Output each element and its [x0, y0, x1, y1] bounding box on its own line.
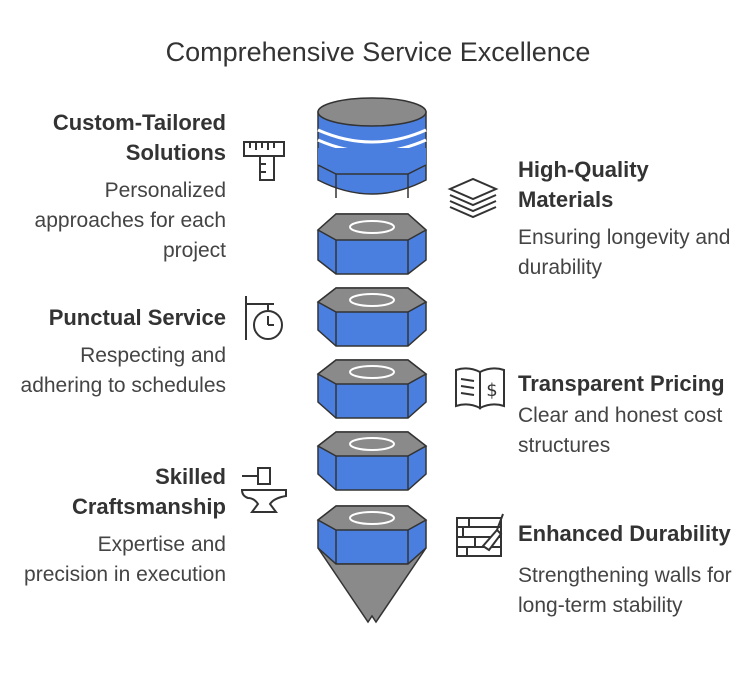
layers-icon	[447, 177, 499, 219]
item-heading: Punctual Service	[48, 305, 226, 330]
nut-1	[316, 213, 428, 275]
nut-2	[316, 287, 428, 347]
price-book-icon: $	[455, 367, 505, 410]
item-heading: High-Quality Materials	[518, 157, 649, 212]
item-heading: Skilled Craftsmanship	[71, 464, 226, 519]
item-heading: Enhanced Durability	[518, 521, 731, 546]
item-heading: Transparent Pricing	[518, 371, 725, 396]
item-skilled-craftsmanship: Skilled Craftsmanship Expertise and prec…	[16, 462, 226, 590]
nut-5	[316, 505, 428, 565]
nut-3	[316, 359, 428, 419]
item-description: Expertise and precision in execution	[24, 533, 226, 586]
clock-sign-icon	[245, 296, 283, 340]
stacked-nuts-tower	[316, 97, 428, 624]
item-description: Ensuring longevity and durability	[518, 226, 731, 279]
brick-wall-trowel-icon	[456, 513, 504, 557]
screw-tip	[317, 547, 427, 624]
svg-text:$: $	[486, 380, 497, 401]
item-description: Personalized approaches for each project	[34, 179, 226, 262]
anvil-hammer-icon	[240, 467, 287, 513]
item-custom-tailored-solutions: Custom-Tailored Solutions Personalized a…	[16, 108, 226, 266]
ruler-icon	[243, 141, 285, 181]
item-high-quality-materials: High-Quality Materials Ensuring longevit…	[518, 155, 748, 283]
nut-4	[316, 431, 428, 491]
item-punctual-service: Punctual Service Respecting and adhering…	[16, 303, 226, 401]
top-cylinder	[317, 97, 427, 198]
item-description: Strengthening walls for long-term stabil…	[518, 564, 732, 617]
diagram-title: Comprehensive Service Excellence	[165, 37, 591, 67]
item-description: Respecting and adhering to schedules	[20, 344, 226, 397]
item-description: Clear and honest cost structures	[518, 404, 723, 457]
item-enhanced-durability: Enhanced Durability Strengthening walls …	[518, 519, 752, 621]
item-heading: Custom-Tailored Solutions	[52, 110, 226, 165]
item-transparent-pricing: Transparent Pricing Clear and honest cos…	[518, 369, 752, 461]
